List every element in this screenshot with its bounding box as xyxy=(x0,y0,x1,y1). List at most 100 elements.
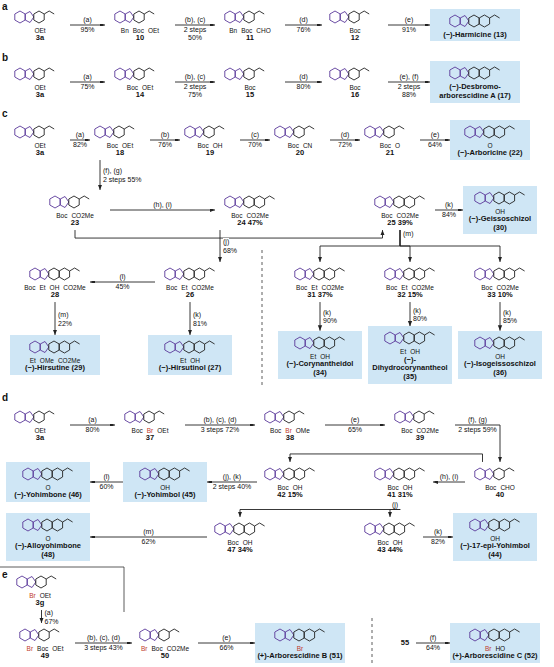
panel-letter: a xyxy=(2,1,8,12)
side-chain xyxy=(255,523,265,526)
yield-label: 60% xyxy=(92,483,121,491)
structure-drawing xyxy=(262,464,318,484)
atom-label: OEt xyxy=(34,84,45,91)
reaction-arrow xyxy=(240,502,400,517)
ring-bond xyxy=(384,126,394,138)
side-chain xyxy=(124,126,134,129)
reagent-label: (f) xyxy=(418,634,448,642)
ring-bond xyxy=(295,268,305,280)
structure-drawing xyxy=(382,328,438,348)
ring-bond xyxy=(504,192,514,204)
atom-label: O xyxy=(45,535,50,542)
atom-label: Boc xyxy=(380,142,391,149)
ring-bond xyxy=(115,68,125,80)
panel-letter: c xyxy=(2,108,8,119)
reagent-label: (c) xyxy=(242,131,268,139)
compound-label: (−)-Hirsutine (29) xyxy=(12,364,98,373)
structure-drawing xyxy=(12,64,68,84)
atom-label: OH xyxy=(490,535,500,542)
ring-bond xyxy=(25,411,34,422)
compound: BocCO2Me24 47% xyxy=(215,190,285,230)
compound: BocCO2Me39 xyxy=(385,405,455,445)
atom-label: OH xyxy=(50,284,60,291)
side-chain xyxy=(505,126,515,129)
yield-label: 80% xyxy=(413,315,427,323)
reagent-label: (j) xyxy=(384,501,406,509)
reagent-label: (d) xyxy=(287,73,320,81)
atom-label: CO2Me xyxy=(416,427,438,434)
compound: BocOEt14 xyxy=(105,62,175,102)
ring-bond xyxy=(184,341,194,353)
ring-bond xyxy=(395,333,404,344)
ring-bond xyxy=(485,468,494,479)
group-row: Boc xyxy=(324,84,386,91)
side-chain xyxy=(265,196,275,199)
yield-label: 90% xyxy=(323,317,337,325)
ring-bond xyxy=(15,68,25,80)
ring-bond xyxy=(499,629,509,641)
ring-bond xyxy=(494,126,504,138)
side-chain xyxy=(44,126,54,129)
atom-label: OH xyxy=(320,353,330,360)
group-row: BocEtCO2Me xyxy=(379,284,441,291)
atom-label: Br xyxy=(141,645,148,652)
reagent-label: (e) xyxy=(422,131,448,139)
ring-bond xyxy=(460,68,469,79)
structure-drawing xyxy=(447,63,503,83)
product-box: BrHO(+)-Arborescidine C (52) xyxy=(450,623,540,663)
compound-label: 18 xyxy=(92,149,148,158)
ring-bond xyxy=(475,126,484,137)
compound-label: (−)-Corynantheidol (34) xyxy=(280,360,360,377)
compound: Boc16 xyxy=(322,62,388,102)
structure-drawing xyxy=(382,264,438,284)
ring-bond xyxy=(485,192,494,203)
structure-drawing xyxy=(272,625,328,645)
group-row: O xyxy=(452,142,528,149)
ring-bond xyxy=(504,268,514,280)
side-chain xyxy=(70,341,80,344)
compound: BrBocOEt49 xyxy=(15,623,75,663)
group-row: BnBocOEt xyxy=(107,27,173,34)
compound: BocCO2Me25 39% xyxy=(365,190,435,230)
compound: OEt3a xyxy=(10,62,70,102)
ring-bond xyxy=(295,337,305,349)
structure-drawing xyxy=(12,7,68,27)
ring-bond xyxy=(414,332,424,344)
reaction-arrow xyxy=(55,302,56,335)
atom-label: Boc xyxy=(198,142,209,149)
group-row: BnBocCHO xyxy=(217,27,283,34)
ring-bond xyxy=(375,468,385,480)
structure-drawing xyxy=(20,464,76,484)
side-chain xyxy=(425,268,435,271)
side-chain xyxy=(359,68,369,71)
side-chain xyxy=(359,11,369,14)
compound-label: 33 10% xyxy=(469,291,531,300)
atom-label: OH xyxy=(243,539,253,546)
atom-label: Br xyxy=(297,645,304,652)
yield-label: 70% xyxy=(242,141,268,149)
side-chain xyxy=(254,11,264,14)
ring-bond xyxy=(340,68,349,79)
ring-bond xyxy=(144,411,154,423)
structure-drawing xyxy=(222,192,278,212)
ring-bond xyxy=(225,68,235,80)
product-box: OH(−)-Isogeissoschizol (36) xyxy=(458,331,542,380)
ring-bond xyxy=(294,629,304,641)
ring-bond xyxy=(414,411,424,423)
structure-drawing xyxy=(472,333,528,353)
side-chain xyxy=(214,126,224,129)
ring-bond xyxy=(405,411,414,422)
atom-label: Boc xyxy=(388,484,399,491)
group-row: O xyxy=(8,535,88,542)
group-row: BocOEt xyxy=(107,84,173,91)
yield-label: 2 steps 55% xyxy=(103,176,142,184)
ring-bond xyxy=(125,411,135,423)
compound-label: 37 xyxy=(117,434,183,443)
structure-drawing xyxy=(472,188,528,208)
atom-label: O xyxy=(45,484,50,491)
atom-label: Boc xyxy=(270,427,281,434)
atom-label: CO2Me xyxy=(58,357,80,364)
ring-bond xyxy=(294,468,304,480)
atom-label: OMe xyxy=(40,357,54,364)
